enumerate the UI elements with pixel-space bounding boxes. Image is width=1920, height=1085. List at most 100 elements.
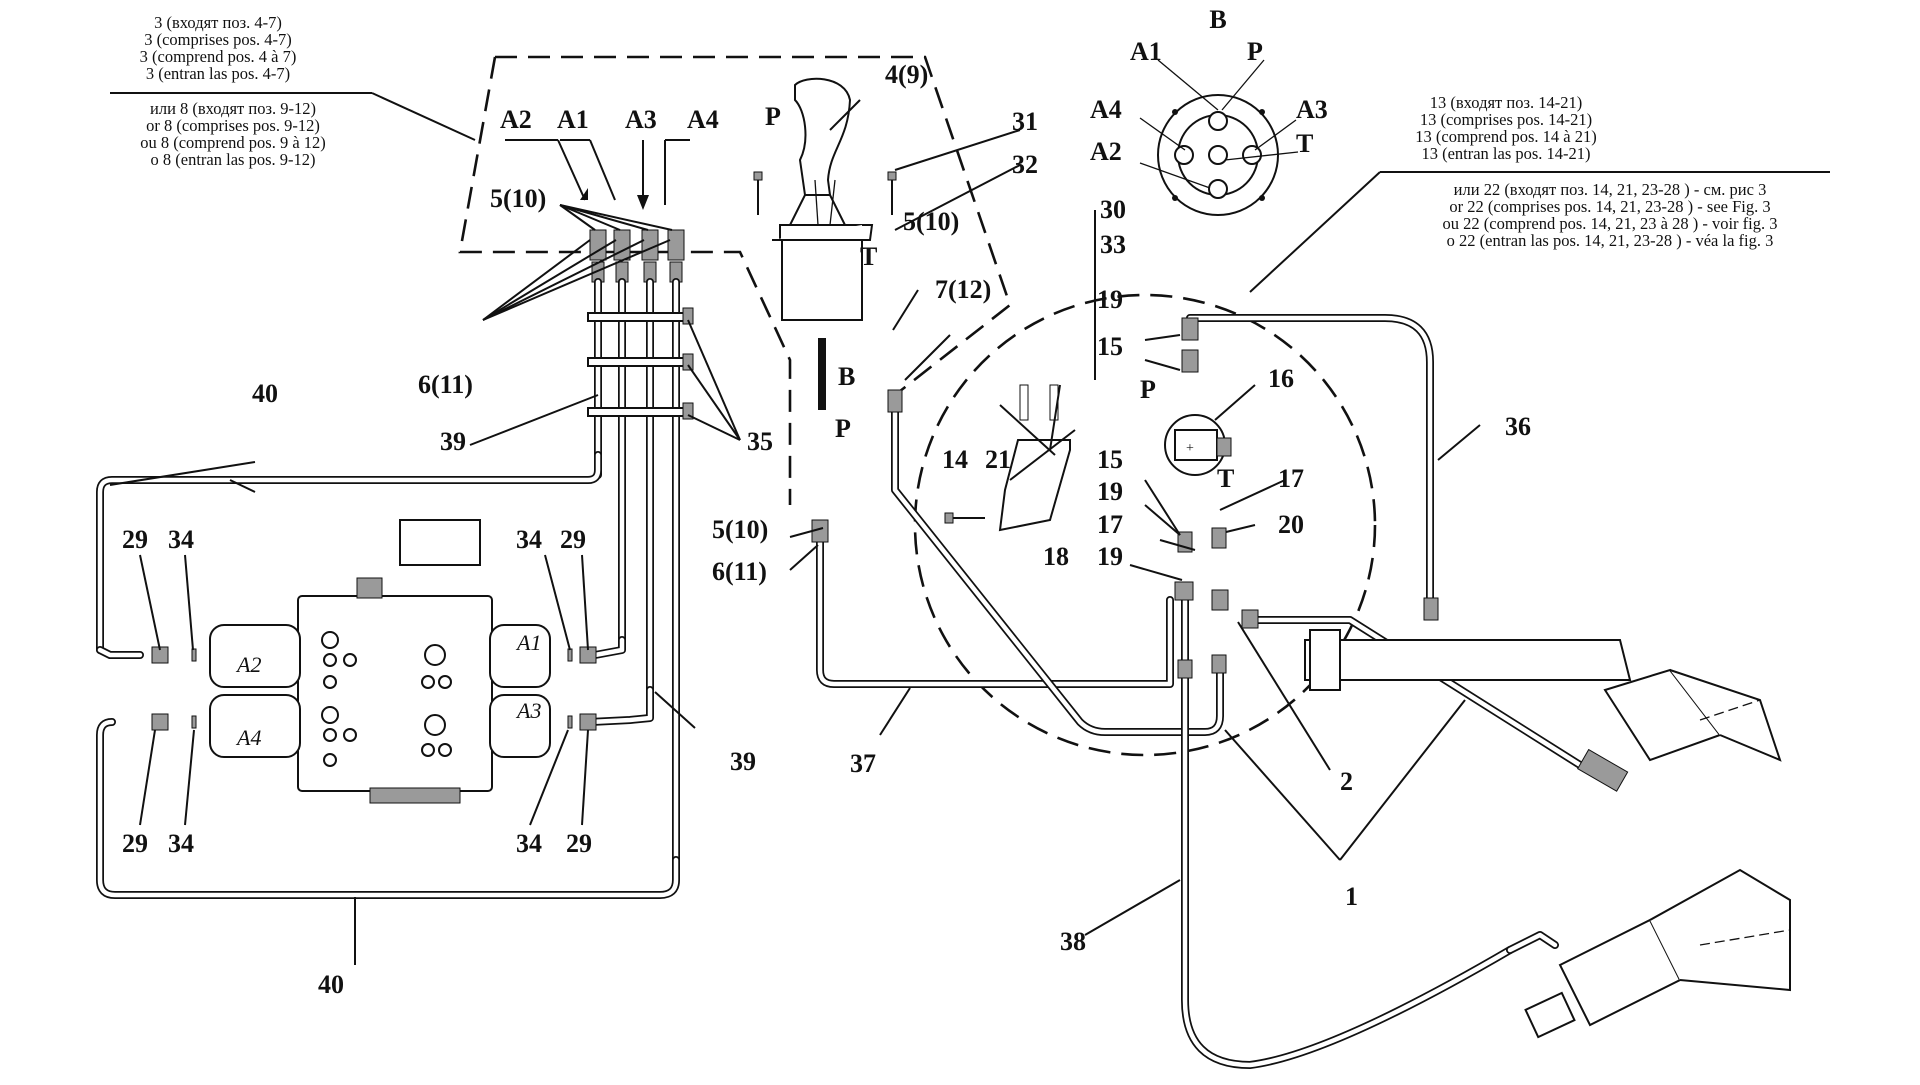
- label-b-arrow: B: [838, 362, 855, 391]
- callout-29-tr: 29: [560, 525, 586, 554]
- valve-port-a3: A3: [515, 698, 541, 723]
- callout-7-12: 7(12): [935, 275, 991, 304]
- note-line: 3 (entran las pos. 4-7): [146, 64, 290, 83]
- valve-port-a2: A2: [235, 652, 261, 677]
- callout-31: 31: [1012, 107, 1038, 136]
- note-line: 13 (entran las pos. 14-21): [1421, 144, 1590, 163]
- callout-19-top: 19: [1097, 285, 1123, 314]
- label-t-switch: T: [1217, 464, 1234, 493]
- label-view-a2: A2: [1090, 137, 1122, 166]
- callout-16: 16: [1268, 364, 1294, 393]
- note-line: or 8 (comprises pos. 9-12): [146, 116, 320, 135]
- pipe-36: [1186, 314, 1434, 602]
- callout-32: 32: [1012, 150, 1038, 179]
- callout-38: 38: [1060, 927, 1086, 956]
- label-p-joystick: P: [765, 102, 781, 131]
- note-line: или 8 (входят поз. 9-12): [150, 99, 316, 118]
- label-view-t: T: [1296, 129, 1313, 158]
- leader-line: [1249, 171, 1381, 293]
- valve-spool-a1: [489, 624, 551, 688]
- label-a1: A1: [557, 105, 589, 134]
- label-a3: A3: [625, 105, 657, 134]
- note-line: or 22 (comprises pos. 14, 21, 23-28 ) - …: [1449, 197, 1770, 216]
- leader-lines: [109, 99, 1481, 965]
- label-p-line: P: [835, 414, 851, 443]
- view-b-title: В: [1209, 5, 1226, 34]
- svg-text:+: +: [1186, 441, 1194, 456]
- callout-19-low: 19: [1097, 542, 1123, 571]
- note-line: 13 (comprend pos. 14 à 21): [1415, 127, 1596, 146]
- callout-2: 2: [1340, 767, 1353, 796]
- note-line: 13 (comprises pos. 14-21): [1420, 110, 1592, 129]
- cylinder-lower: [1524, 868, 1791, 1039]
- screw-head: [887, 171, 897, 181]
- joystick: [753, 77, 897, 410]
- callout-5-10: 5(10): [490, 184, 546, 213]
- callout-21: 21: [985, 445, 1011, 474]
- pipe-group-center: [811, 314, 1584, 1069]
- label-view-a1: A1: [1130, 37, 1162, 66]
- label-t-joystick: T: [860, 242, 877, 271]
- note-line: 3 (comprises pos. 4-7): [144, 30, 292, 49]
- port-view-b: В: [1139, 5, 1299, 216]
- clamp-35: [587, 357, 689, 367]
- boot-fold: [814, 179, 819, 226]
- callout-30: 30: [1100, 195, 1126, 224]
- callout-6-11: 6(11): [418, 370, 473, 399]
- callout-18: 18: [1043, 542, 1069, 571]
- callout-15-mid: 15: [1097, 445, 1123, 474]
- label-p-switch: P: [1140, 375, 1156, 404]
- note-line: 13 (входят поз. 14-21): [1430, 93, 1582, 112]
- callout-37: 37: [850, 749, 876, 778]
- callout-35: 35: [747, 427, 773, 456]
- joystick-handle: [794, 77, 852, 196]
- cylinder-upper: [1304, 629, 1782, 792]
- callout-34-tl: 34: [168, 525, 194, 554]
- label-a4: A4: [687, 105, 719, 134]
- screw-head: [753, 171, 763, 181]
- callout-29-tl: 29: [122, 525, 148, 554]
- assembly-boundary-joystick-left: [458, 56, 792, 505]
- label-a2: A2: [500, 105, 532, 134]
- callout-6-11-low: 6(11): [712, 557, 767, 586]
- note-line: ou 22 (comprend pos. 14, 21, 23 à 28 ) -…: [1443, 214, 1778, 233]
- callout-34-br: 34: [516, 829, 542, 858]
- callout-17-right: 17: [1278, 464, 1304, 493]
- callout-4-9: 4(9): [885, 60, 928, 89]
- assembly-boundary-joystick: [495, 55, 1012, 397]
- callout-36: 36: [1505, 412, 1531, 441]
- fitting-column: [589, 229, 685, 283]
- callout-14: 14: [942, 445, 968, 474]
- view-arrow-b: [818, 338, 826, 410]
- clamp-35: [587, 312, 689, 322]
- valve-port-a4: A4: [235, 725, 261, 750]
- control-valve: A2 A4 A1 A3: [209, 519, 551, 804]
- note-line: 3 (входят поз. 4-7): [154, 13, 282, 32]
- callout-40-lower: 40: [318, 970, 344, 999]
- joystick-body: [781, 239, 863, 321]
- callout-29-br: 29: [566, 829, 592, 858]
- note-group-right: 13 (входят поз. 14-21) 13 (comprises pos…: [1249, 93, 1830, 293]
- callout-40-upper: 40: [252, 379, 278, 408]
- callout-5-10-right: 5(10): [903, 207, 959, 236]
- fitting-stack: [505, 139, 694, 864]
- callout-34-tr: 34: [516, 525, 542, 554]
- label-view-a3: A3: [1296, 95, 1328, 124]
- solenoid-connector: [356, 577, 383, 599]
- callout-numbers: 4(9) 5(10) 6(11) 39 35 40 31 32 5(10) 7(…: [122, 60, 1531, 999]
- valve-spool-a2: [209, 624, 301, 688]
- note-line: или 22 (входят поз. 14, 21, 23-28 ) - см…: [1454, 180, 1767, 199]
- callout-39-upper: 39: [440, 427, 466, 456]
- note-group-top-left: 3 (входят поз. 4-7) 3 (comprises pos. 4-…: [110, 13, 476, 169]
- valve-spool-a3: [489, 694, 551, 758]
- label-view-a4: A4: [1090, 95, 1122, 124]
- assembly-boundary-circle: [913, 293, 1377, 757]
- note-line: ou 8 (comprend pos. 9 à 12): [140, 133, 326, 152]
- pressure-switch: +: [1164, 414, 1232, 476]
- valve-spool-a4: [209, 694, 301, 758]
- port-letters: A2 A1 A3 A4 P T B P A1 P A4 A2 A3 T P T: [500, 37, 1328, 493]
- valve-port-a1: A1: [515, 630, 541, 655]
- callout-29-bl: 29: [122, 829, 148, 858]
